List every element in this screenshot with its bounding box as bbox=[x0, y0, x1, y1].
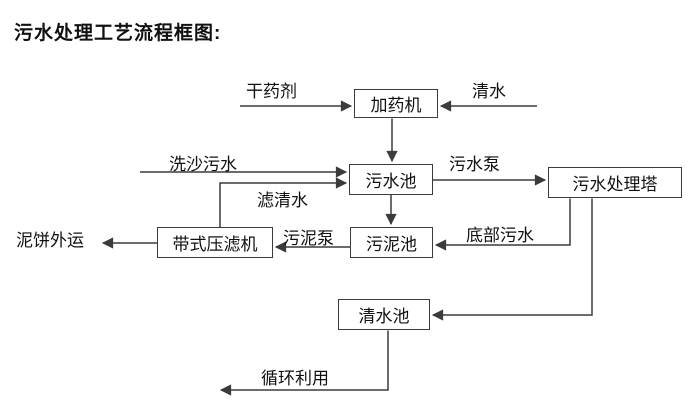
page-title: 污水处理工艺流程框图: bbox=[14, 23, 222, 44]
edge-label-sludge-pump: 污泥泵 bbox=[283, 229, 334, 248]
node-sewage-pool: 污水池 bbox=[349, 164, 433, 195]
arrow-press-filtered-to-sewage-pool bbox=[219, 177, 348, 227]
edge-label-clean-water: 清水 bbox=[472, 82, 506, 101]
edge-label-mud-cake-out: 泥饼外运 bbox=[16, 231, 84, 250]
node-clean-water-pool: 清水池 bbox=[338, 299, 430, 330]
arrow-tower-to-clean-water-pool bbox=[431, 198, 593, 321]
node-treatment-tower: 污水处理塔 bbox=[548, 167, 682, 198]
edge-label-bottom-sewage: 底部污水 bbox=[466, 226, 534, 245]
edge-label-filtered-water: 滤清水 bbox=[257, 191, 308, 210]
node-dosing-machine: 加药机 bbox=[354, 89, 438, 118]
node-belt-filter-press: 带式压滤机 bbox=[157, 227, 273, 258]
arrow-clean-water-pool-to-recycle bbox=[219, 330, 389, 396]
edge-label-sewage-pump: 污水泵 bbox=[449, 155, 500, 174]
arrow-tower-bottom-to-sludge-pool bbox=[434, 198, 571, 251]
edge-label-recycle: 循环利用 bbox=[261, 369, 329, 388]
node-sludge-pool: 污泥池 bbox=[350, 227, 433, 258]
edge-label-sand-washing-sewage: 洗沙污水 bbox=[169, 155, 237, 174]
edge-label-dry-agent: 干药剂 bbox=[246, 82, 297, 101]
